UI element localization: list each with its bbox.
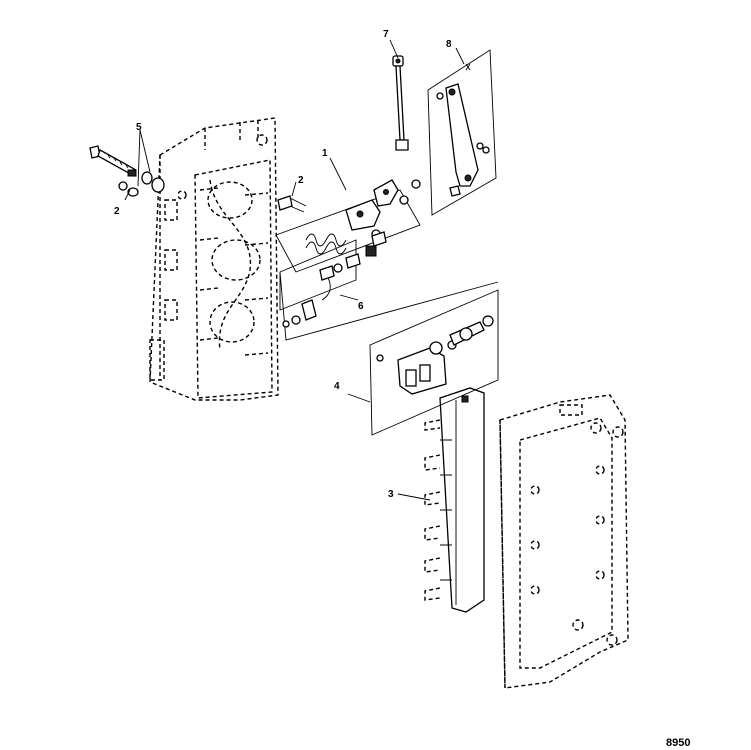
kit-6-parts: [282, 229, 381, 328]
callout-2-upper: 2: [298, 175, 304, 186]
callout-5: 5: [136, 122, 142, 133]
figure-number: 8950: [666, 737, 690, 749]
kit-8-parts: [436, 63, 490, 197]
callout-8: 8: [446, 39, 452, 50]
left-housing-plate: [149, 117, 279, 401]
terminal-block-part: [424, 387, 485, 613]
callout-2-lower: 2: [114, 206, 120, 217]
kit-box-4: [369, 289, 499, 436]
kit-1-parts: [305, 179, 421, 255]
kit-4-parts: [376, 315, 494, 395]
callout-3: 3: [388, 489, 394, 500]
leader-lines: [124, 39, 465, 501]
callout-labels: 1 2 2 3 4 5 6 7 8: [114, 29, 452, 500]
kit-box-6: [279, 229, 499, 341]
link-rod-part: [392, 55, 409, 151]
right-cover-plate: [499, 394, 629, 689]
bolt-spacer-part: [89, 145, 165, 197]
screw-part-2: [277, 195, 307, 213]
callout-6: 6: [358, 301, 364, 312]
callout-7: 7: [383, 29, 389, 40]
callout-4: 4: [334, 381, 340, 392]
callout-1: 1: [322, 148, 328, 159]
kit-box-1: [275, 179, 421, 273]
kit-box-8: [427, 49, 497, 216]
